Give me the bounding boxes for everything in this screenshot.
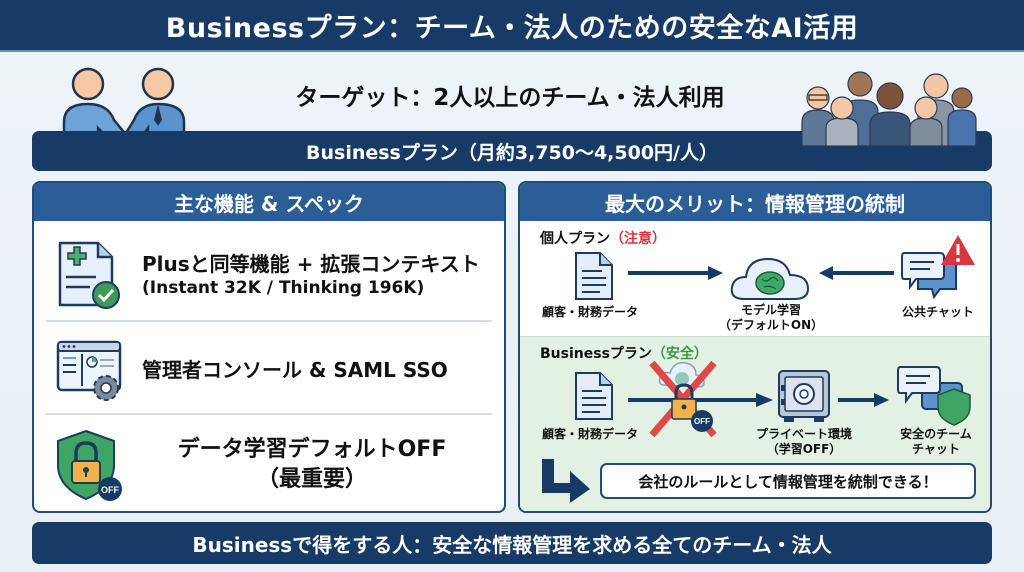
feature-item: OFF データ学習デフォルトOFF （最重要） [44, 421, 494, 509]
secure-chat-label: 安全のチーム チャット [886, 427, 986, 457]
divider [46, 413, 492, 415]
conclusion-text: 会社のルールとして情報管理を統制できる！ [638, 472, 938, 491]
business-plan-label: Businessプラン（安全） [540, 343, 708, 363]
feature-title: データ学習デフォルトOFF [177, 437, 447, 462]
plan-name: 個人プラン [540, 231, 610, 247]
merit-panel: 最大のメリット：情報管理の統制 個人プラン（注意） 顧客・財務データ モデル学習… [518, 181, 992, 513]
personal-plan-section: 個人プラン（注意） 顧客・財務データ モデル学習 （デフォルトON） [520, 221, 990, 336]
feature-detail: （最重要） [256, 467, 367, 492]
cloud-brain-icon [730, 257, 810, 300]
merit-header: 最大のメリット：情報管理の統制 [520, 183, 990, 221]
off-badge: OFF [101, 485, 119, 495]
training-blocked-icon: OFF [628, 360, 773, 438]
caution-tag: （注意） [610, 231, 666, 247]
vault-safe-icon [778, 370, 830, 422]
safe-tag: （安全） [651, 346, 708, 362]
conclusion-box: 会社のルールとして情報管理を統制できる！ [600, 463, 976, 499]
source-data-label: 顧客・財務データ [542, 305, 639, 319]
document-icon [575, 372, 613, 420]
secure-chat-line2: チャット [912, 442, 960, 456]
public-chat-warning-icon [901, 235, 975, 299]
footer-banner: Businessで得をする人：安全な情報管理を求める全てのチーム・法人 [32, 522, 992, 564]
features-header: 主な機能 & スペック [34, 183, 504, 221]
private-environment-line1: プライベート環境 [755, 427, 852, 441]
plan-name: Businessプラン [540, 346, 652, 362]
model-training-label: モデル学習 （デフォルトON） [716, 303, 826, 333]
public-chat-label: 公共チャット [902, 305, 974, 319]
turn-arrow-icon [542, 459, 590, 503]
features-panel: 主な機能 & スペック Plusと同等機能 + 拡張コンテキスト (Instan… [32, 181, 506, 513]
arrow-right-icon [628, 266, 723, 280]
shield-lock-off-icon: OFF [57, 429, 122, 501]
business-plan-section: Businessプラン（安全） 顧客・財務データ OFF [520, 336, 990, 511]
arrow-right-icon [838, 393, 889, 407]
feature-item: Plusと同等機能 + 拡張コンテキスト (Instant 32K / Thin… [44, 231, 494, 319]
secure-team-chat-icon [897, 366, 971, 426]
arrow-left-icon [819, 266, 894, 280]
off-badge: OFF [694, 417, 710, 426]
target-audience: ターゲット：2人以上のチーム・法人利用 [295, 85, 725, 111]
divider [46, 320, 492, 322]
footer-text: Businessで得をする人：安全な情報管理を求める全てのチーム・法人 [192, 532, 832, 557]
source-data-label: 顧客・財務データ [542, 427, 639, 441]
secure-chat-line1: 安全のチーム [900, 427, 972, 441]
private-environment-line2: （学習OFF） [766, 442, 842, 456]
document-check-icon [58, 241, 120, 309]
feature-item: 管理者コンソール & SAML SSO [44, 327, 494, 413]
personal-plan-label: 個人プラン（注意） [540, 228, 666, 248]
feature-title: 管理者コンソール & SAML SSO [142, 358, 448, 382]
feature-title: Plusと同等機能 + 拡張コンテキスト [142, 252, 480, 276]
price-text: Businessプラン（月約3,750〜4,500円/人） [306, 141, 718, 164]
document-icon [575, 252, 613, 300]
business-team-icon [801, 71, 977, 146]
page-title: Businessプラン：チーム・法人のための安全なAI活用 [0, 0, 1024, 52]
model-training-line2: （デフォルトON） [718, 318, 824, 332]
private-environment-label: プライベート環境 （学習OFF） [744, 427, 864, 457]
admin-console-gear-icon [56, 340, 122, 401]
model-training-line1: モデル学習 [740, 303, 801, 317]
feature-detail: (Instant 32K / Thinking 196K) [142, 278, 425, 298]
